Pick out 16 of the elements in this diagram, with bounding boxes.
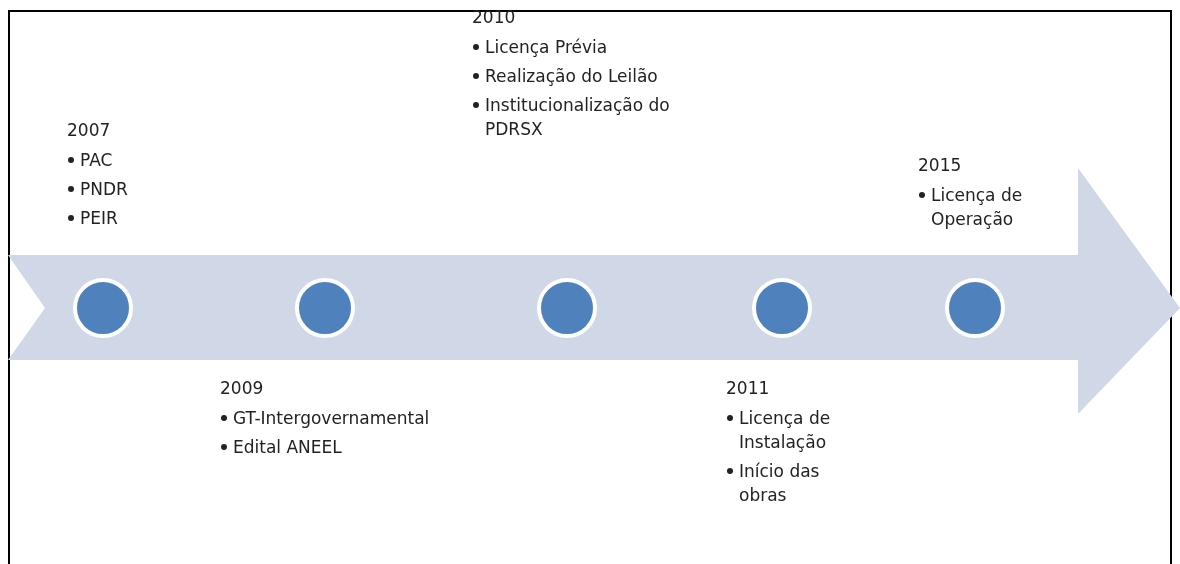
year-label: 2011: [726, 377, 771, 400]
year-label: 2010: [472, 6, 517, 29]
year-label: 2009: [220, 377, 265, 400]
bullet-item: PAC: [80, 149, 113, 172]
bullet-item: Início das obras: [739, 460, 821, 507]
bullet-item: Licença Prévia: [485, 36, 608, 59]
bullet-item: Realização do Leilão: [485, 65, 658, 88]
year-label: 2015: [918, 154, 963, 177]
year-label: 2007: [67, 119, 112, 142]
bullet-item: Licença de Instalação: [739, 407, 832, 454]
bullet-item: Institucionalização do PDRSX: [485, 94, 671, 141]
bullet-item: PEIR: [80, 207, 118, 230]
bullet-item: PNDR: [80, 178, 128, 201]
bullet-item: GT-Intergovernamental: [233, 407, 430, 430]
bullet-item: Licença de Operação: [931, 184, 1024, 231]
bullet-item: Edital ANEEL: [233, 436, 342, 459]
